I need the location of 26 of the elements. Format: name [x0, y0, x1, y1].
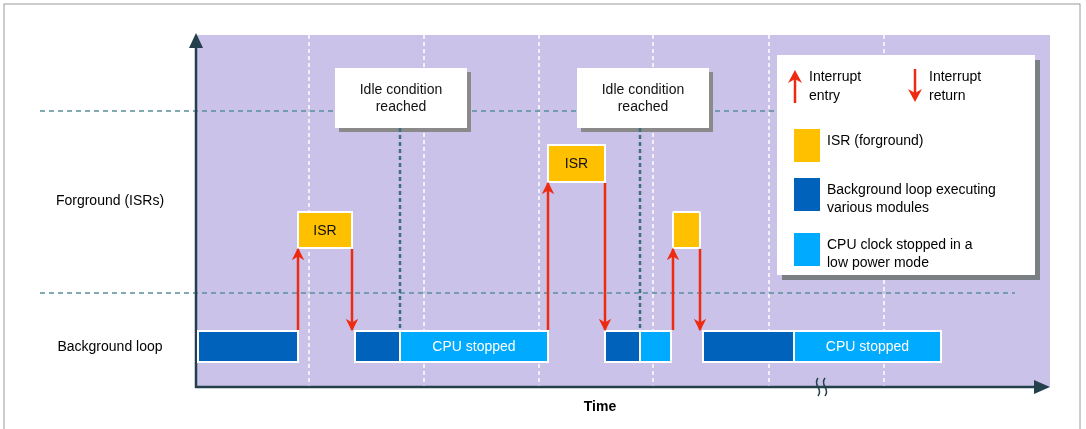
arrow [291, 247, 305, 330]
arrow [666, 247, 680, 330]
arrow [598, 183, 612, 332]
legend-text: ISR (forground) [827, 131, 925, 149]
isr-block: ISR [297, 211, 353, 249]
leader-line [638, 128, 642, 330]
axis-label: Time [582, 398, 618, 414]
legend-text: Background loop executing various modules [827, 180, 997, 216]
timeline-bar: CPU stopped [399, 330, 549, 363]
timeline-bar: CPU stopped [793, 330, 942, 363]
leader-line [398, 128, 402, 330]
timeline-bar [702, 330, 795, 363]
timeline-bar [197, 330, 299, 363]
arrow [541, 181, 555, 330]
isr-block [672, 211, 701, 249]
legend-text: CPU clock stopped in a low power mode [827, 235, 974, 271]
row-label: Background loop [56, 338, 164, 354]
timeline-bar [604, 330, 641, 363]
arrow [345, 249, 359, 332]
legend-text: Interrupt entry [809, 67, 863, 105]
legend-text: Interrupt return [929, 67, 983, 105]
timeline-bar [639, 330, 672, 363]
timeline-bar [354, 330, 401, 363]
isr-block: ISR [547, 144, 606, 183]
arrow [693, 249, 707, 332]
row-label: Forground (ISRs) [54, 192, 166, 208]
